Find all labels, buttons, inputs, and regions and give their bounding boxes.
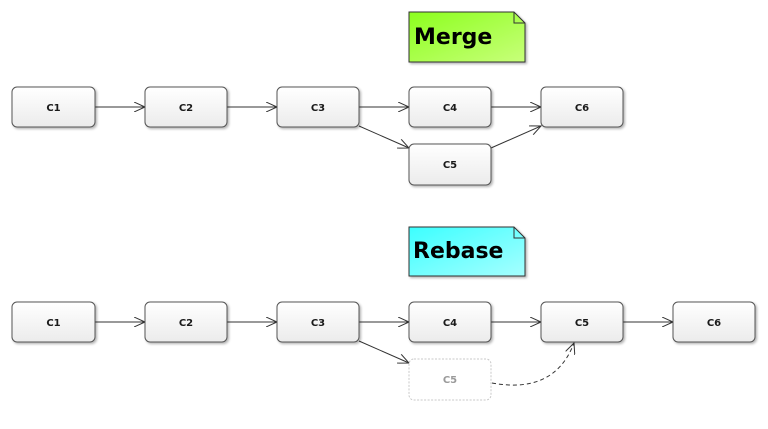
commit-node-c4: C4: [408, 301, 492, 343]
commit-node-c2: C2: [144, 301, 228, 343]
rebase-title: Rebase: [413, 239, 503, 264]
svg-text:C5: C5: [443, 160, 457, 171]
commit-node-c6: C6: [540, 86, 624, 128]
commit-node-c1: C1: [11, 301, 96, 343]
commit-node-c3: C3: [276, 301, 360, 343]
svg-text:C3: C3: [311, 103, 325, 114]
merge-edges: [95, 107, 541, 148]
svg-text:C2: C2: [179, 103, 193, 114]
edge-c3-c5: [358, 125, 409, 148]
commit-node-c4: C4: [408, 86, 492, 128]
commit-node-c1: C1: [11, 86, 96, 128]
edge-c3-ghost-c5: [358, 340, 409, 363]
svg-text:C2: C2: [179, 318, 193, 329]
svg-text:C1: C1: [46, 103, 60, 114]
rebase-edges: [95, 322, 673, 386]
commit-node-c5: C5: [408, 143, 492, 186]
commit-node-c5: C5: [540, 301, 624, 343]
svg-text:C5: C5: [575, 318, 589, 329]
svg-text:C4: C4: [443, 103, 457, 114]
commit-node-c3: C3: [276, 86, 360, 128]
rebase-section: Rebase C1 C2 C3 C4: [11, 226, 756, 401]
ghost-commit-node-c5: C5: [408, 358, 492, 401]
svg-text:C5: C5: [443, 375, 457, 386]
commit-node-c6: C6: [672, 301, 756, 343]
svg-text:C1: C1: [46, 318, 60, 329]
merge-note: [408, 11, 526, 63]
merge-title: Merge: [414, 25, 492, 50]
edge-ghost-c5-to-c5-dashed: [491, 343, 574, 386]
edge-c5-c6: [490, 126, 541, 149]
merge-section: Merge C1 C2 C3 C4 C5: [11, 11, 624, 186]
svg-text:C6: C6: [575, 103, 589, 114]
svg-text:C6: C6: [707, 318, 721, 329]
commit-node-c2: C2: [144, 86, 228, 128]
svg-text:C4: C4: [443, 318, 457, 329]
svg-text:C3: C3: [311, 318, 325, 329]
rebase-note: [408, 226, 526, 277]
